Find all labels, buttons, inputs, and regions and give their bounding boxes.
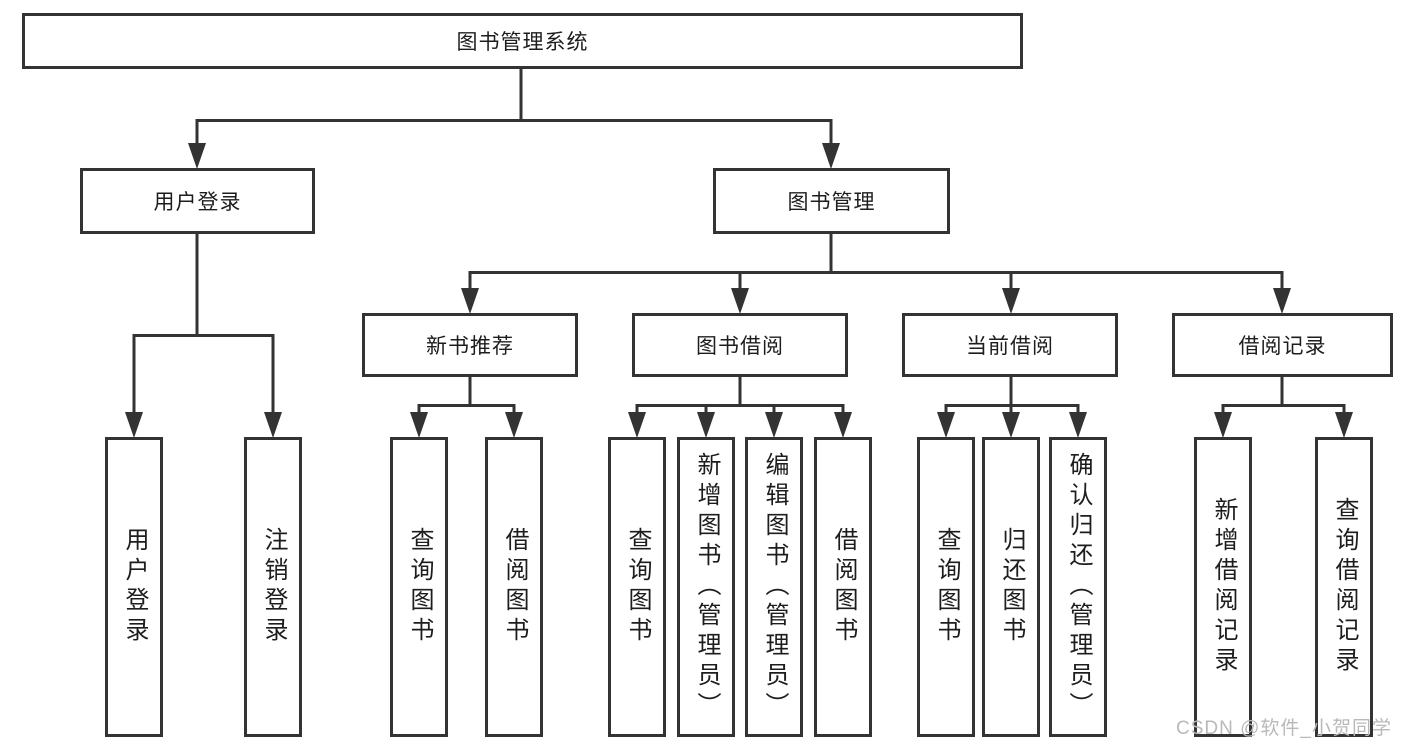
arrowheads: [125, 143, 1353, 438]
node-book-borrowing: 图书借阅: [632, 313, 848, 377]
node-borrowing-records: 借阅记录: [1172, 313, 1393, 377]
leaf-borrow-books-recommend: 借阅图书: [485, 437, 543, 737]
leaf-edit-books-admin: 编辑图书（管理员）: [745, 437, 803, 737]
leaf-label: 编辑图书（管理员）: [761, 452, 788, 722]
leaf-label: 新增图书（管理员）: [693, 452, 720, 722]
node-current-borrowing: 当前借阅: [902, 313, 1118, 377]
node-new-book-recommendation: 新书推荐: [362, 313, 578, 377]
leaf-label: 查询借阅记录: [1331, 497, 1358, 677]
leaf-confirm-return-admin: 确认归还（管理员）: [1049, 437, 1107, 737]
leaf-add-books-admin: 新增图书（管理员）: [677, 437, 735, 737]
leaf-label: 借阅图书: [830, 527, 857, 647]
leaf-add-borrow-record: 新增借阅记录: [1194, 437, 1252, 737]
leaf-label: 查询图书: [624, 527, 651, 647]
leaf-query-borrow-record: 查询借阅记录: [1315, 437, 1373, 737]
leaf-user-login: 用户登录: [105, 437, 163, 737]
leaf-logout-login: 注销登录: [244, 437, 302, 737]
leaf-label: 确认归还（管理员）: [1065, 452, 1092, 722]
leaf-return-books: 归还图书: [982, 437, 1040, 737]
leaf-query-books-recommend: 查询图书: [390, 437, 448, 737]
node-library-management-system: 图书管理系统: [22, 13, 1023, 69]
node-book-management: 图书管理: [713, 168, 950, 234]
leaf-query-books-borrowing: 查询图书: [608, 437, 666, 737]
leaf-label: 查询图书: [933, 527, 960, 647]
leaf-label: 查询图书: [406, 527, 433, 647]
node-user-login: 用户登录: [80, 168, 315, 234]
leaf-query-books-current: 查询图书: [917, 437, 975, 737]
leaf-borrow-books-borrowing: 借阅图书: [814, 437, 872, 737]
leaf-label: 注销登录: [260, 527, 287, 647]
leaf-label: 归还图书: [998, 527, 1025, 647]
leaf-label: 新增借阅记录: [1210, 497, 1237, 677]
leaf-label: 用户登录: [121, 527, 148, 647]
leaf-label: 借阅图书: [501, 527, 528, 647]
